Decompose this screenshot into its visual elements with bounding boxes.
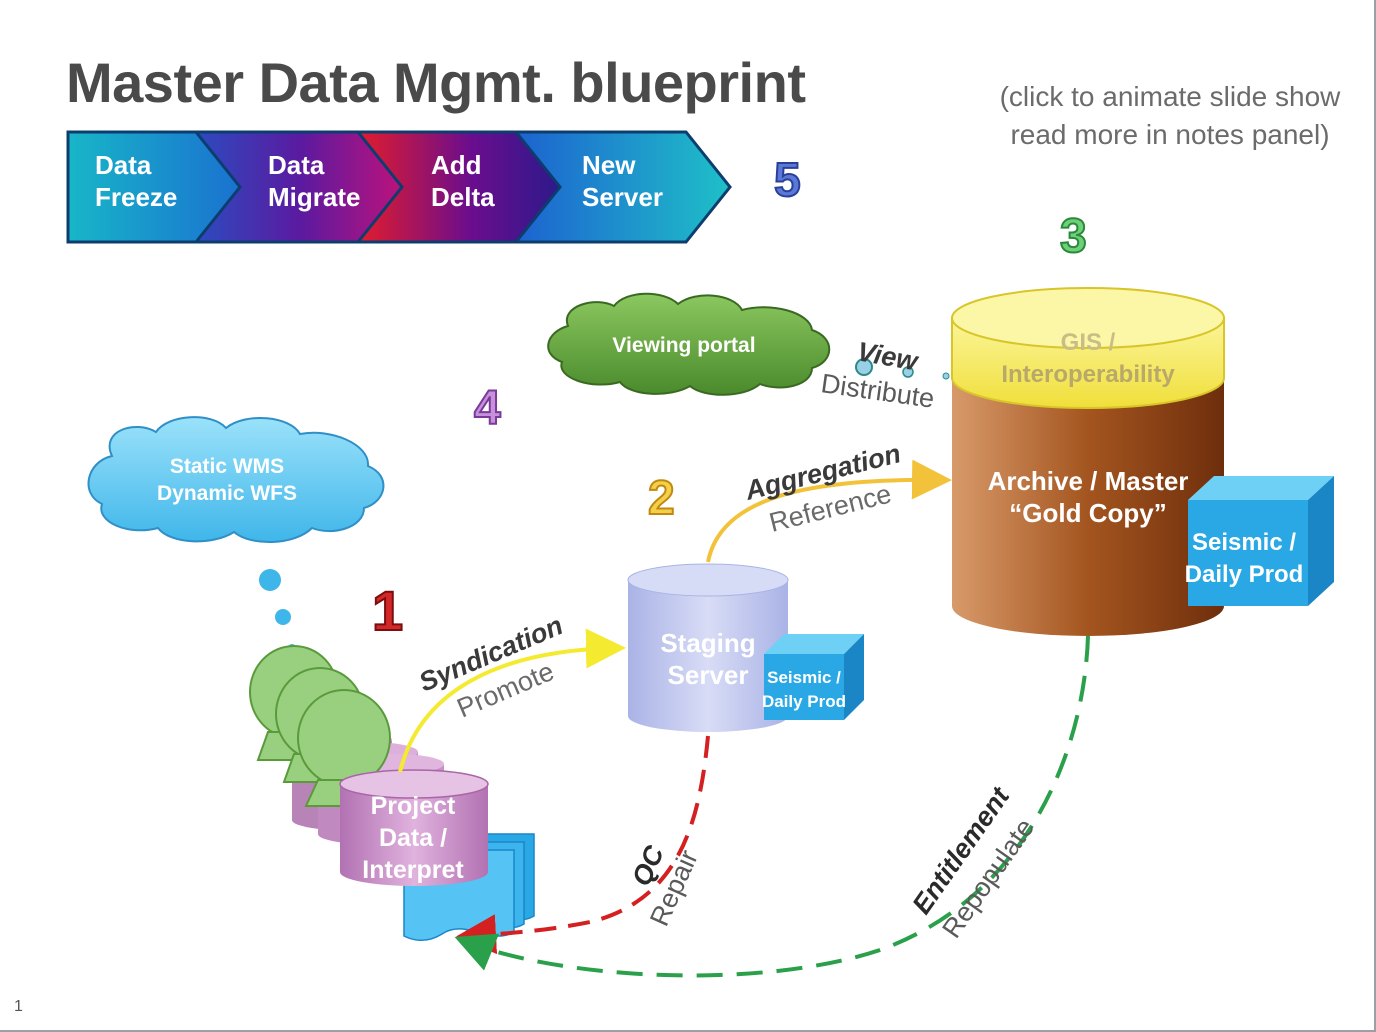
distribute-label: Distribute [819,368,936,414]
staging-seismic-cube: Seismic / Daily Prod [762,634,864,720]
chevron-1-line1: Data [95,150,152,180]
chevron-3-line2: Delta [431,182,495,212]
staging-cube-label-1: Seismic / [767,668,841,687]
slide-number: 1 [14,998,23,1015]
thought-bubble-large [259,569,281,591]
syndication-arrow [398,628,626,773]
chevron-new-server [512,130,732,244]
wms-label-2: Dynamic WFS [157,482,297,505]
archive-label-2: “Gold Copy” [1009,498,1166,528]
archive-cylinder: GIS / Interoperability Archive / Master … [951,287,1225,636]
staging-label-1: Staging [660,628,755,658]
note-line-2: read more in notes panel) [1010,119,1330,150]
process-chevrons: Data Freeze Data Migrate Add Delta New S… [66,130,732,244]
staging-cube-label-2: Daily Prod [762,692,846,711]
archive-cube-label-1: Seismic / [1192,529,1296,556]
project-label-3: Interpret [362,856,464,884]
step-number-4: 4 [474,382,501,435]
step-number-1: 1 [372,579,403,642]
project-label-2: Data / [379,824,447,852]
step-number-5: 5 [774,154,801,207]
wms-label-1: Static WMS [170,455,284,478]
animate-note: (click to animate slide show read more i… [980,78,1360,154]
project-stack: Project Data / Interpret [249,645,535,941]
archive-label-1: Archive / Master [988,466,1189,496]
chevron-1-line2: Freeze [95,182,177,212]
wms-cloud: Static WMS Dynamic WFS [87,416,385,652]
chevron-4-line2: Server [582,182,663,212]
page-title: Master Data Mgmt. blueprint [66,51,806,114]
viewing-portal-cloud: Viewing portal [547,292,831,396]
distribute-dots [855,358,950,380]
aggregation-arrow [706,459,952,563]
entitlement-arrow [454,635,1090,978]
step-number-2: 2 [648,472,675,525]
staging-cylinder: Staging Server [627,563,789,732]
archive-cube-label-2: Daily Prod [1185,561,1304,588]
chevron-2-line1: Data [268,150,325,180]
archive-seismic-cube: Seismic / Daily Prod [1185,476,1334,606]
qc-repair-arrow [456,735,710,955]
chevron-3-line1: Add [431,150,482,180]
step-number-3: 3 [1060,210,1087,263]
chevron-4-line1: New [582,150,636,180]
viewing-portal-label: Viewing portal [612,334,755,357]
thought-bubble-medium [275,609,291,625]
gis-label-2: Interoperability [1001,361,1175,388]
project-label-1: Project [371,792,456,820]
gis-label-1: GIS / [1061,329,1116,356]
staging-label-2: Server [668,660,749,690]
note-line-1: (click to animate slide show [999,81,1341,112]
chevron-2-line2: Migrate [268,182,360,212]
